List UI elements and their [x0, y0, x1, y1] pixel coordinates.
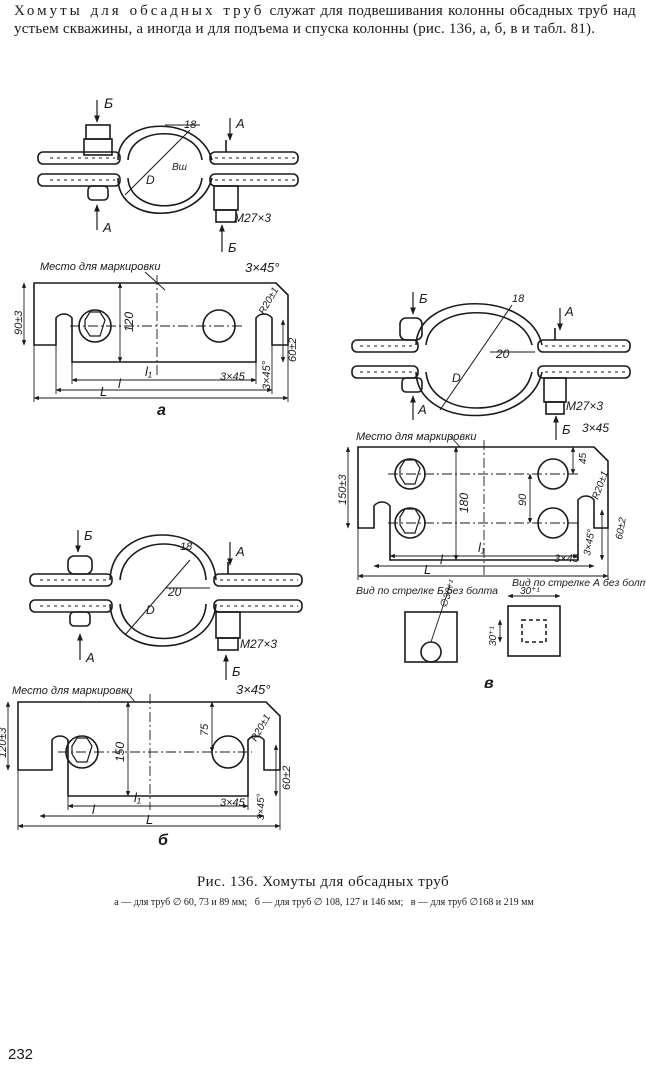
figure-caption: Рис. 136. Хомуты для обсадных труб: [196, 874, 450, 890]
fig-v-thickness: 18: [512, 293, 525, 305]
fig-v-chamfer-top: 3×45: [582, 421, 609, 435]
fig-a-l1: l₁: [145, 364, 152, 379]
fig-v-arrow-a-bottom: А: [417, 402, 427, 417]
fig-b-slot: 60±2: [281, 766, 293, 790]
fig-a-L: L: [100, 384, 107, 399]
fig-b-l1: l₁: [134, 790, 141, 805]
fig-b-marking: Место для маркировки: [12, 685, 132, 697]
fig-v-w30: 30⁺¹: [520, 586, 540, 597]
fig-b-ch1: 3×45: [220, 797, 246, 809]
fig-v-ch1: 3×45: [554, 553, 580, 565]
fig-b-arrow-b-bottom: Б: [232, 664, 241, 679]
fig-v-view-a-caption-text: Вид по стрелке А без болта: [512, 577, 646, 589]
fig-b-view-b: Б: [84, 528, 93, 543]
fig-v-view-b: Б: [419, 291, 428, 306]
fig-a-thickness: 18: [184, 119, 197, 131]
fig-a-view-b: Б: [104, 95, 113, 111]
fig-b-thickness: 18: [180, 541, 193, 553]
fig-v-views: [404, 584, 561, 663]
fig-v-height: 150±3: [337, 474, 349, 505]
fig-b-height: 120±3: [0, 727, 9, 758]
fig-b-view-a: А: [235, 544, 245, 559]
fig-a-plate: [21, 271, 289, 402]
fig-a-marking: Место для маркировки: [40, 261, 160, 273]
fig-a-l: l: [118, 376, 122, 391]
fig-a-height: 90±3: [13, 310, 25, 335]
legend-v: в — для труб ∅168 и 219 мм: [410, 897, 534, 908]
fig-v-diameter: D: [452, 371, 461, 385]
fig-b-diameter: D: [146, 603, 155, 617]
fig-a-diameter: D: [146, 173, 155, 187]
fig-v-arrow-b-bottom: Б: [562, 422, 571, 437]
intro-text: служат для подвешивания колонны обсадных…: [14, 3, 636, 37]
fig-b-l: l: [92, 802, 96, 817]
fig-b-arrow-a-bottom: А: [85, 650, 95, 665]
fig-v-view-b-caption: Вид по стрелке Б без болта: [356, 585, 498, 597]
fig-v-l: l: [440, 552, 444, 567]
fig-b-plate-h: 150: [113, 742, 127, 762]
legend-b: б — для труб ∅ 108, 127 и 146 мм;: [254, 897, 404, 908]
fig-b-clamp: [29, 530, 303, 680]
fig-v-view-a: А: [564, 304, 574, 319]
fig-b-L: L: [146, 812, 153, 827]
fig-a-arrow-a-bottom: А: [102, 220, 112, 235]
fig-a-label: а: [157, 402, 166, 419]
page-number: 232: [8, 1046, 34, 1063]
fig-a-plate-h: 120: [122, 312, 136, 332]
intro-paragraph: Хомуты для обсадных труб служат для подв…: [14, 2, 636, 38]
fig-b-label: б: [158, 832, 169, 849]
fig-a-clamp: [37, 100, 299, 252]
fig-a-slot: 60±2: [287, 338, 299, 362]
fig-a-chamfer: 3×45°: [245, 260, 279, 275]
fig-v-hole-top: 45: [578, 452, 589, 464]
fig-v-clamp: [351, 292, 631, 440]
fig-a-ch2: 3×45°: [261, 360, 273, 390]
fig-a-ch1: 3×45: [220, 371, 246, 383]
fig-b-ch2: 3×45°: [256, 793, 267, 820]
fig-b-hole: 75: [199, 723, 211, 736]
fig-v-ch2: 3×45°: [582, 528, 597, 556]
fig-v-plate-h: 180: [457, 493, 471, 513]
fig-v-label: в: [484, 675, 494, 692]
fig-b-bolt: M27×3: [240, 637, 277, 651]
fig-a-view-a: А: [235, 116, 245, 131]
fig-v-bolt: M27×3: [566, 399, 603, 413]
fig-v-marking: Место для маркировки: [356, 431, 476, 443]
fig-v-view-b-caption-text: Вид по стрелке Б без болта: [356, 585, 498, 597]
fig-v-view-a-caption: Вид по стрелке А без болта: [512, 577, 646, 589]
fig-v-L: L: [424, 562, 431, 577]
fig-v-h30: 30⁺¹: [488, 626, 499, 646]
fig-b-chamfer: 3×45°: [236, 682, 270, 697]
fig-b-radius: R20±1: [249, 713, 273, 744]
legend-a: а — для труб ∅ 60, 73 и 89 мм;: [114, 897, 248, 908]
fig-b-plate: [5, 689, 281, 830]
intro-heading: Хомуты для обсадных труб: [14, 3, 265, 19]
fig-a-arrow-b-bottom: Б: [228, 240, 237, 255]
fig-v-l1: l₁: [478, 540, 485, 555]
fig-v-hole-gap: 90: [517, 493, 529, 506]
fig-b-inner: 20: [167, 585, 182, 599]
fig-v-inner: 20: [495, 347, 510, 361]
fig-a-radius: R20±1: [257, 286, 281, 317]
fig-a-inner: Вш: [172, 162, 188, 173]
figure-legend: а — для труб ∅ 60, 73 и 89 мм; б — для т…: [4, 897, 644, 909]
fig-v-slot: 60±2: [614, 516, 629, 540]
fig-v-plate: [345, 435, 609, 580]
fig-a-bolt: M27×3: [234, 211, 271, 225]
